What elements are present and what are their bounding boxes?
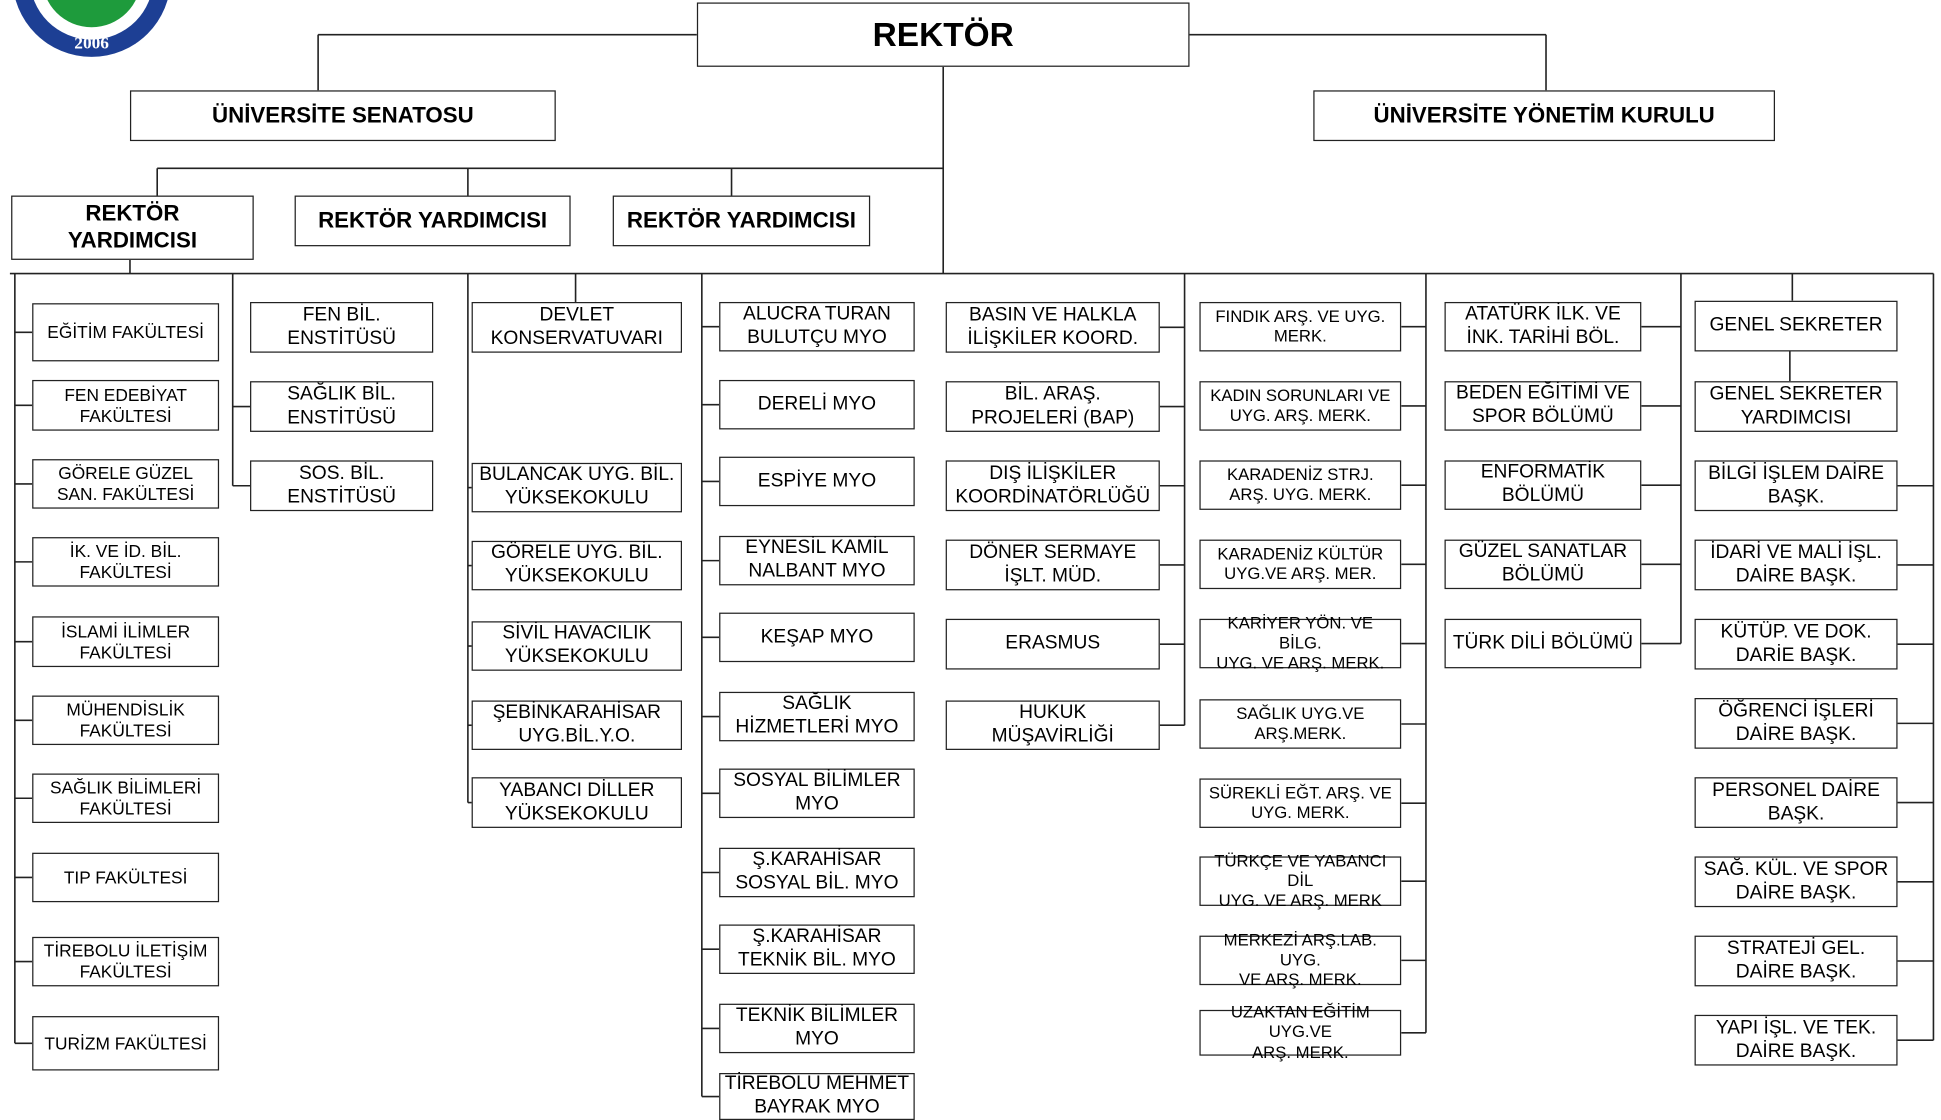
secretariat-item: STRATEJİ GEL. DAİRE BAŞK. [1694, 935, 1898, 987]
logo-year: 2006 [74, 33, 109, 52]
university-logo: 2006 [15, 0, 168, 57]
secretariat-item: KÜTÜP. VE DOK. DARİE BAŞK. [1694, 618, 1898, 670]
secretariat-item: GENEL SEKRETER [1694, 300, 1898, 352]
centers-item: KARİYER YÖN. VE BİLG. UYG. VE ARŞ. MERK. [1199, 614, 1402, 672]
secretariat-item: YAPI İŞL. VE TEK. DAİRE BAŞK. [1694, 1014, 1898, 1066]
institutes-item: SOS. BİL. ENSTİTÜSÜ [250, 460, 434, 512]
secretariat-item: GENEL SEKRETER YARDIMCISI [1694, 381, 1898, 432]
centers-item: MERKEZİ ARŞ.LAB. UYG. VE ARŞ. MERK. [1199, 930, 1402, 989]
myo-item: Ş.KARAHİSAR TEKNİK BİL. MYO [719, 924, 915, 974]
schools-item: GÖRELE UYG. BİL. YÜKSEKOKULU [471, 540, 683, 591]
institutes-item: SAĞLIK BİL. ENSTİTÜSÜ [250, 381, 434, 432]
faculties-item: İSLAMİ İLİMLER FAKÜLTESİ [32, 616, 220, 668]
offices-item: BİL. ARAŞ. PROJELERİ (BAP) [945, 381, 1160, 432]
centers-item: FINDIK ARŞ. VE UYG. MERK. [1199, 301, 1402, 352]
myo-item: DERELİ MYO [719, 379, 915, 430]
vice-rector-1-box: REKTÖR YARDIMCISI [11, 195, 254, 260]
myo-item: TİREBOLU MEHMET BAYRAK MYO [719, 1072, 915, 1120]
schools-item: SİVİL HAVACILIK YÜKSEKOKULU [471, 621, 683, 671]
rector-box: REKTÖR [696, 2, 1190, 67]
faculties-item: FEN EDEBİYAT FAKÜLTESİ [32, 379, 220, 431]
myo-item: SOSYAL BİLİMLER MYO [719, 768, 915, 819]
vice-rector-3-box: REKTÖR YARDIMCISI [612, 195, 871, 247]
schools-item: BULANCAK UYG. BİL. YÜKSEKOKULU [471, 462, 683, 513]
centers-item: KARADENİZ STRJ. ARŞ. UYG. MERK. [1199, 460, 1402, 510]
departments-item: BEDEN EĞİTİMİ VE SPOR BÖLÜMÜ [1444, 381, 1642, 431]
secretariat-item: PERSONEL DAİRE BAŞK. [1694, 777, 1898, 828]
faculties-item: SAĞLIK BİLİMLERİ FAKÜLTESİ [32, 773, 220, 824]
faculties-item: TIP FAKÜLTESİ [32, 852, 220, 903]
offices-item: DÖNER SERMAYE İŞLT. MÜD. [945, 539, 1160, 591]
faculties-item: GÖRELE GÜZEL SAN. FAKÜLTESİ [32, 459, 220, 509]
schools-item: YABANCI DİLLER YÜKSEKOKULU [471, 777, 683, 828]
university-senate-box: ÜNİVERSİTE SENATOSU [129, 90, 556, 142]
departments-item: GÜZEL SANATLAR BÖLÜMÜ [1444, 539, 1642, 590]
myo-item: ALUCRA TURAN BULUTÇU MYO [719, 301, 915, 352]
secretariat-item: BİLGİ İŞLEM DAİRE BAŞK. [1694, 460, 1898, 512]
departments-item: TÜRK DİLİ BÖLÜMÜ [1444, 618, 1642, 669]
centers-item: SAĞLIK UYG.VE ARŞ.MERK. [1199, 699, 1402, 749]
institutes-item: FEN BİL. ENSTİTÜSÜ [250, 301, 434, 353]
schools-item: ŞEBİNKARAHİSAR UYG.BİL.Y.O. [471, 700, 683, 750]
faculties-item: TİREBOLU İLETİŞİM FAKÜLTESİ [32, 936, 220, 987]
faculties-item: İK. VE İD. BİL. FAKÜLTESİ [32, 537, 220, 587]
offices-item: HUKUK MÜŞAVİRLİĞİ [945, 700, 1160, 750]
centers-item: SÜREKLİ EĞT. ARŞ. VE UYG. MERK. [1199, 778, 1402, 828]
vice-rector-2-box: REKTÖR YARDIMCISI [294, 195, 571, 247]
faculties-item: EĞİTİM FAKÜLTESİ [32, 303, 220, 362]
centers-item: UZAKTAN EĞİTİM UYG.VE ARŞ. MERK. [1199, 1003, 1402, 1061]
departments-item: ENFORMATİK BÖLÜMÜ [1444, 460, 1642, 510]
myo-item: EYNESİL KAMİL NALBANT MYO [719, 535, 915, 586]
myo-item: ESPİYE MYO [719, 456, 915, 507]
secretariat-item: ÖĞRENCİ İŞLERİ DAİRE BAŞK. [1694, 698, 1898, 749]
university-board-box: ÜNİVERSİTE YÖNETİM KURULU [1313, 90, 1776, 142]
myo-item: KEŞAP MYO [719, 612, 915, 663]
myo-item: TEKNİK BİLİMLER MYO [719, 1003, 915, 1054]
offices-item: DIŞ İLİŞKİLER KOORDİNATÖRLÜĞÜ [945, 460, 1160, 512]
schools-item: DEVLET KONSERVATUVARI [471, 301, 683, 353]
centers-item: KARADENİZ KÜLTÜR UYG.VE ARŞ. MER. [1199, 539, 1402, 590]
departments-item: ATATÜRK İLK. VE İNK. TARİHİ BÖL. [1444, 301, 1642, 352]
centers-item: TÜRKÇE VE YABANCI DİL UYG. VE ARŞ. MERK [1199, 851, 1402, 910]
faculties-item: TURİZM FAKÜLTESİ [32, 1016, 220, 1071]
myo-item: Ş.KARAHİSAR SOSYAL BİL. MYO [719, 847, 915, 898]
faculties-item: MÜHENDİSLİK FAKÜLTESİ [32, 695, 220, 746]
centers-item: KADIN SORUNLARI VE UYG. ARŞ. MERK. [1199, 381, 1402, 431]
secretariat-item: SAĞ. KÜL. VE SPOR DAİRE BAŞK. [1694, 856, 1898, 908]
myo-item: SAĞLIK HİZMETLERİ MYO [719, 691, 915, 742]
offices-item: ERASMUS [945, 618, 1160, 670]
offices-item: BASIN VE HALKLA İLİŞKİLER KOORD. [945, 301, 1160, 353]
secretariat-item: İDARİ VE MALİ İŞL. DAİRE BAŞK. [1694, 539, 1898, 591]
